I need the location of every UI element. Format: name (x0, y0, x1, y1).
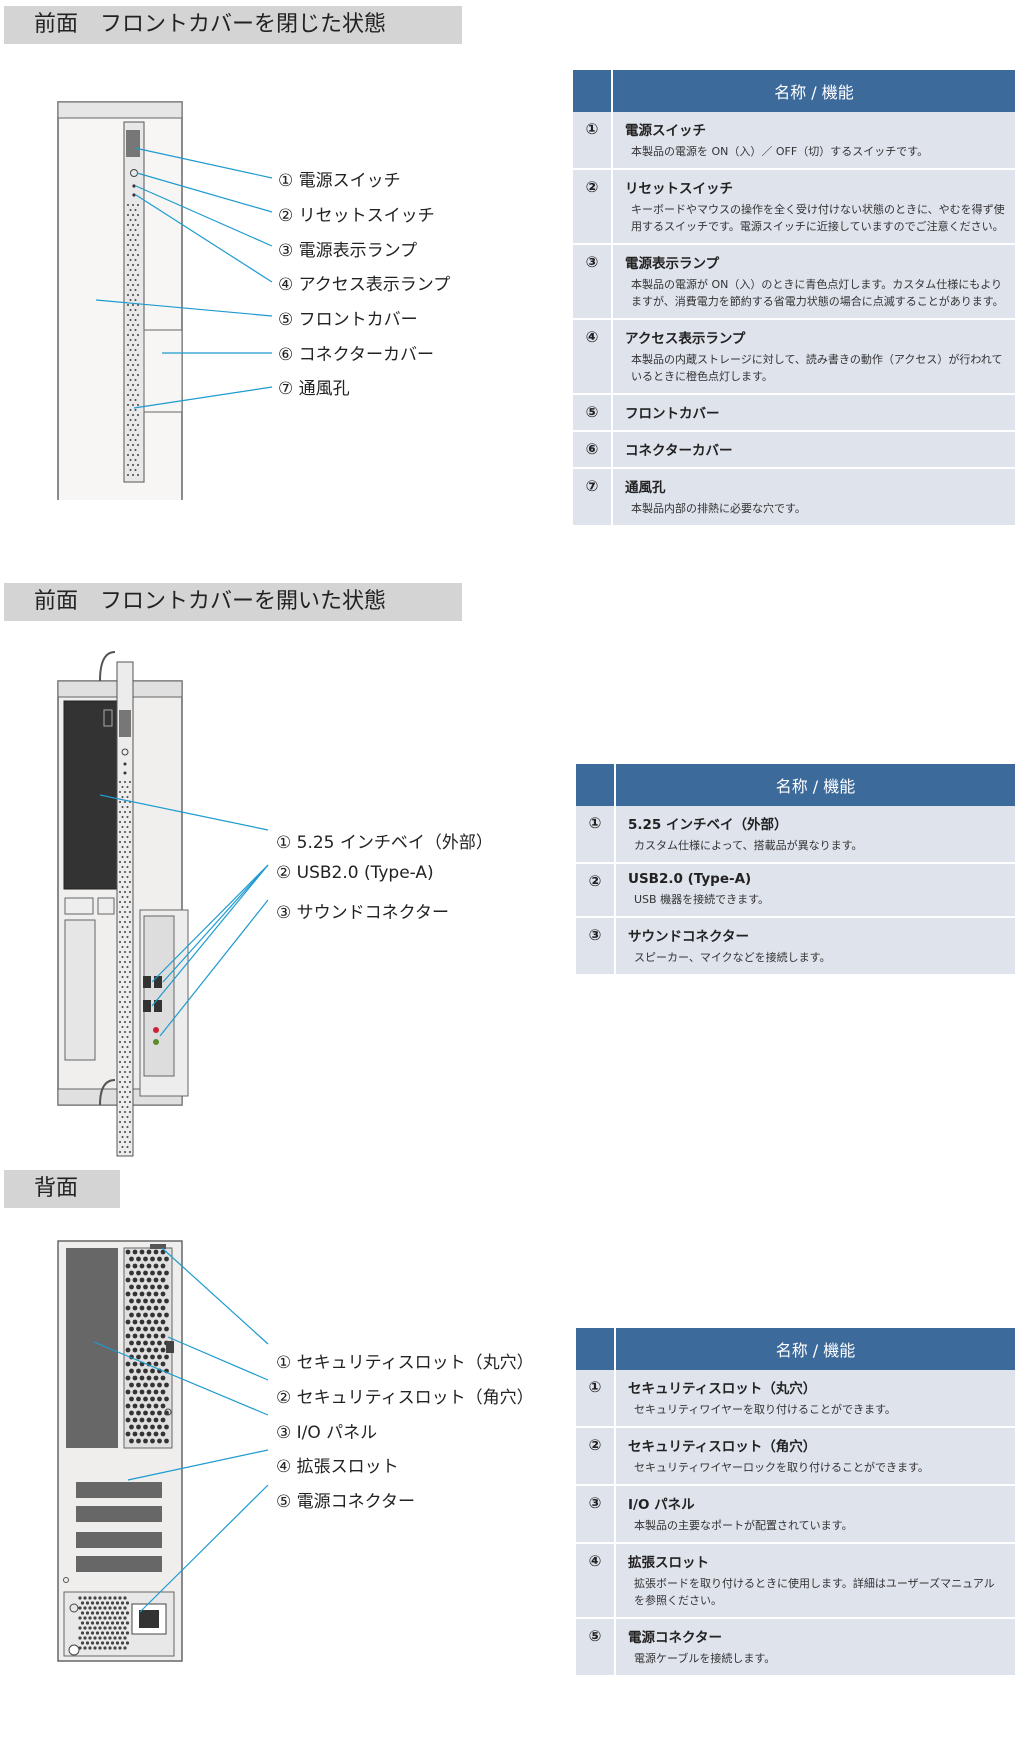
row-desc: キーボードやマウスの操作を全く受け付けない状態のときに、やむを得ず使用するスイッ… (631, 203, 1005, 233)
row-name: 拡張スロット (628, 1555, 709, 1571)
table-row: ② セキュリティスロット（角穴） セキュリティワイヤーロックを取り付けることができま… (576, 1427, 1015, 1486)
row-num: ⑤ (573, 394, 613, 432)
table-header-num (573, 70, 613, 112)
back-vent-grille (125, 1249, 169, 1444)
row-desc: 本製品内部の排熱に必要な穴です。 (631, 502, 806, 515)
row-num: ③ (573, 244, 613, 320)
callout-label: ⑦ 通風孔 (278, 379, 350, 399)
row-name: リセットスイッチ (625, 181, 733, 197)
table-header-num (576, 1328, 616, 1370)
row-num: ⑦ (573, 468, 613, 527)
table-row: ① セキュリティスロット（丸穴） セキュリティワイヤーを取り付けることができます。 (576, 1370, 1015, 1428)
table-header: 名称 / 機能 (615, 764, 1015, 806)
table-row: ⑥ コネクターカバー (573, 431, 1015, 469)
row-name: フロントカバー (625, 406, 720, 422)
row-name: サウンドコネクター (628, 929, 749, 945)
callout-label: ① 5.25 インチベイ（外部） (276, 833, 493, 853)
row-desc: セキュリティワイヤーロックを取り付けることができます。 (634, 1461, 929, 1474)
row-num: ① (573, 112, 613, 170)
table-row: ⑦ 通風孔本製品内部の排熱に必要な穴です。 (573, 468, 1015, 527)
row-name: I/O パネル (628, 1497, 695, 1513)
psu-vent-holes (78, 1596, 130, 1650)
table-row: ② USB2.0 (Type-A) USB 機器を接続できます。 (576, 863, 1015, 918)
callout-label: ④ アクセス表示ランプ (278, 275, 451, 295)
callout-label: ① 電源スイッチ (278, 171, 401, 191)
callout-label: ② セキュリティスロット（角穴） (276, 1388, 534, 1408)
back-diagram (57, 1240, 269, 1662)
row-name: 電源スイッチ (625, 123, 706, 139)
section-title-front-open: 前面 フロントカバーを開いた状態 (4, 583, 462, 621)
table-row: ④ アクセス表示ランプ本製品の内蔵ストレージに対して、読み書きの動作（アクセス）が… (573, 319, 1015, 395)
callout-label: ⑥ コネクターカバー (278, 345, 434, 365)
callout-label: ③ I/O パネル (276, 1423, 378, 1443)
table-row: ② リセットスイッチキーボードやマウスの操作を全く受け付けない状態のときに、やむを… (573, 169, 1015, 245)
section-title-back: 背面 (4, 1170, 120, 1208)
row-name: USB2.0 (Type-A) (628, 871, 752, 887)
callout-label: ① セキュリティスロット（丸穴） (276, 1353, 534, 1373)
row-desc: USB 機器を接続できます。 (634, 893, 769, 906)
row-name: セキュリティスロット（角穴） (628, 1439, 817, 1455)
row-name: 通風孔 (625, 480, 666, 496)
table-row: ③ 電源表示ランプ本製品の電源が ON（入）のときに青色点灯します。カスタム仕様に… (573, 244, 1015, 320)
table-row: ⑤ フロントカバー (573, 394, 1015, 432)
row-desc: 本製品の主要なポートが配置されています。 (634, 1519, 853, 1532)
row-num: ② (576, 1427, 616, 1486)
function-table-front-open: 名称 / 機能 ① 5.25 インチベイ（外部） カスタム仕様によって、搭載品が異な… (576, 764, 1015, 976)
callout-label: ④ 拡張スロット (276, 1457, 399, 1477)
table-row: ③ I/O パネル本製品の主要なポートが配置されています。 (576, 1485, 1015, 1544)
row-num: ③ (576, 917, 616, 976)
row-num: ④ (573, 319, 613, 395)
row-num: ⑥ (573, 431, 613, 469)
row-num: ② (576, 863, 616, 918)
table-row: ① 電源スイッチ本製品の電源を ON（入）／ OFF（切）するスイッチです。 (573, 112, 1015, 170)
row-desc: 本製品の内蔵ストレージに対して、読み書きの動作（アクセス）が行われているときに橙… (631, 353, 1003, 383)
row-desc: カスタム仕様によって、搭載品が異なります。 (634, 839, 863, 852)
row-desc: 拡張ボードを取り付けるときに使用します。詳細はユーザーズマニュアルを参照ください… (634, 1577, 995, 1607)
section-title-front-closed: 前面 フロントカバーを閉じた状態 (4, 6, 462, 44)
row-desc: セキュリティワイヤーを取り付けることができます。 (634, 1403, 896, 1416)
row-name: 電源コネクター (628, 1630, 722, 1646)
table-row: ① 5.25 インチベイ（外部） カスタム仕様によって、搭載品が異なります。 (576, 806, 1015, 864)
callout-label: ③ 電源表示ランプ (278, 241, 418, 261)
front-open-diagram (57, 651, 269, 1157)
callout-label: ⑤ フロントカバー (278, 310, 418, 330)
function-table-front-closed: 名称 / 機能 ① 電源スイッチ本製品の電源を ON（入）／ OFF（切）するスイ… (573, 70, 1015, 527)
row-num: ① (576, 806, 616, 864)
callout-label: ② USB2.0 (Type-A) (276, 863, 434, 883)
row-name: コネクターカバー (625, 443, 733, 459)
row-name: 5.25 インチベイ（外部） (628, 817, 788, 833)
vent-holes-open (119, 781, 131, 1153)
row-num: ② (573, 169, 613, 245)
vent-holes-closed (127, 204, 139, 476)
row-num: ① (576, 1370, 616, 1428)
row-name: セキュリティスロット（丸穴） (628, 1381, 817, 1397)
callout-label: ⑤ 電源コネクター (276, 1492, 415, 1512)
row-name: 電源表示ランプ (625, 256, 720, 272)
row-desc: 本製品の電源を ON（入）／ OFF（切）するスイッチです。 (631, 145, 929, 158)
row-desc: 本製品の電源が ON（入）のときに青色点灯します。カスタム仕様にもよりますが、消… (631, 278, 1004, 308)
table-row: ④ 拡張スロット拡張ボードを取り付けるときに使用します。詳細はユーザーズマニュアル… (576, 1543, 1015, 1619)
table-header: 名称 / 機能 (615, 1328, 1015, 1370)
table-header-num (576, 764, 616, 806)
table-header: 名称 / 機能 (612, 70, 1015, 112)
row-num: ⑤ (576, 1618, 616, 1677)
front-closed-diagram (57, 101, 273, 500)
table-row: ③ サウンドコネクタースピーカー、マイクなどを接続します。 (576, 917, 1015, 976)
row-num: ③ (576, 1485, 616, 1544)
row-num: ④ (576, 1543, 616, 1619)
table-row: ⑤ 電源コネクター電源ケーブルを接続します。 (576, 1618, 1015, 1677)
callout-label: ② リセットスイッチ (278, 206, 435, 226)
callout-label: ③ サウンドコネクター (276, 903, 449, 923)
row-name: アクセス表示ランプ (625, 331, 746, 347)
row-desc: 電源ケーブルを接続します。 (634, 1652, 776, 1665)
row-desc: スピーカー、マイクなどを接続します。 (634, 951, 831, 964)
function-table-back: 名称 / 機能 ① セキュリティスロット（丸穴） セキュリティワイヤーを取り付けるこ… (576, 1328, 1015, 1677)
